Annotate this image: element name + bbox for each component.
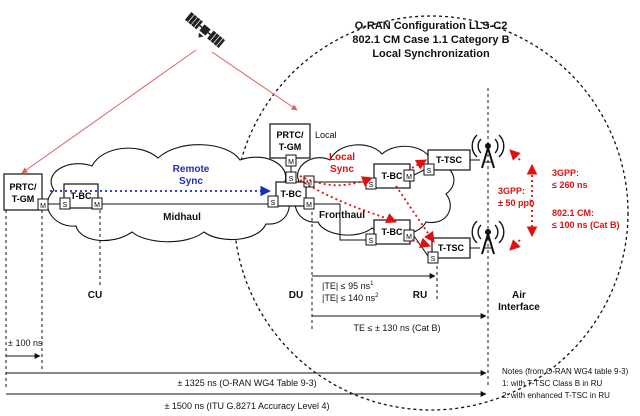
gps-link-remote [21,49,197,174]
link-du-tbc-lower [314,203,366,241]
remote-sync-label-2: Sync [179,176,203,187]
local-prtc-label: Local [315,130,337,140]
tbc-upper-label: T-BC [382,171,403,181]
ttsc-lower-port-s: S [431,256,436,263]
oran-budget-label: ± 1325 ns (O-RAN WG4 Table 9-3) [177,378,316,388]
tbc-du-port-m-top: M [306,180,312,187]
local-sync-paths [299,159,435,249]
itu-budget-label: ± 1500 ns (ITU G.8271 Accuracy Level 4) [164,401,329,411]
ttsc-lower: T-TSC S [427,237,471,264]
local-sync-to-tbc-upper [299,175,374,187]
cm-value: ≤ 100 ns (Cat B) [552,220,619,230]
te-ru-limit-1: |TE| ≤ 95 ns1 [322,281,374,291]
notes-title: Notes (from O-RAN WG4 table 9-3) [502,367,629,376]
tbc-cu: T-BC S M [59,183,103,210]
prtc-tgm-local: PRTC/ T-GM M [269,123,311,167]
antenna-icon-upper [471,134,505,169]
local-sync-label-1: Local [329,152,355,163]
tbc-lower-label: T-BC [382,227,403,237]
tbc-du-label: T-BC [281,189,302,199]
du-label: DU [289,290,303,301]
note-2: 2: with enhanced T-TSC in RU [502,391,610,400]
title-line-1: O-RAN Configuration LLS-C2 [355,20,508,32]
ru-label: RU [413,290,427,301]
tbc-du-port-s-top: S [289,176,294,183]
diagram-title: O-RAN Configuration LLS-C2 802.1 CM Case… [352,20,509,60]
air-label-1: Air [512,290,526,301]
tbc-du-port-s: S [271,200,276,207]
local-sync-to-ttsc-lower [411,237,432,249]
gps-link-local [211,51,298,111]
gpp-time-title: 3GPP: [552,168,579,178]
notes-box: Notes (from O-RAN WG4 table 9-3) 1: with… [502,367,629,400]
tbc-lower-port-m: M [406,234,412,241]
location-labels: CU DU RU Air Interface [88,290,541,313]
antenna-icon-lower [471,220,505,255]
tbc-cu-port-m: M [94,202,100,209]
air-label-2: Interface [498,302,540,313]
fronthaul-cloud [294,144,455,236]
air-requirements: 3GPP: ± 50 ppb 3GPP: ≤ 260 ns 802.1 CM: … [498,168,619,230]
prtc-local-port-m: M [288,159,294,166]
link-tbc-ttsc-lower [413,235,429,257]
gpp-freq-title: 3GPP: [498,186,525,196]
local-sync-label-2: Sync [330,164,354,175]
title-line-2: 802.1 CM Case 1.1 Category B [352,34,509,46]
cu-label: CU [88,290,102,301]
prtc-remote-label-1: PRTC/ [10,182,37,192]
local-sync-cross [395,185,435,243]
ttsc-lower-label: T-TSC [438,243,464,253]
prtc-budget-label: ± 100 ns [8,338,43,348]
tbc-fronthaul-lower: T-BC S M [365,219,415,246]
te-ru-limit-2: |TE| ≤ 140 ns2 [322,293,379,303]
tbc-du-port-m-bottom: M [306,202,312,209]
satellite-icon [184,12,226,48]
tbc-lower-port-s: S [369,238,374,245]
prtc-remote-label-2: T-GM [12,194,35,204]
te-cat-b-label: TE ≤ ± 130 ns (Cat B) [354,323,441,333]
fronthaul-label: Fronthaul [319,210,365,221]
prtc-remote-port-m: M [40,203,46,210]
prtc-tgm-remote: PRTC/ T-GM M [3,173,49,211]
tbc-upper-port-m: M [406,174,412,181]
title-line-3: Local Synchronization [372,48,490,60]
tbc-du: T-BC S S M M [267,171,315,210]
tbc-cu-label: T-BC [71,191,92,201]
prtc-local-label-1: PRTC/ [277,130,304,140]
gpp-time-value: ≤ 260 ns [552,180,587,190]
tbc-upper-port-s: S [369,182,374,189]
midhaul-label: Midhaul [163,212,201,223]
air-sync-arrow-upper [509,149,521,161]
cm-title: 802.1 CM: [552,208,594,218]
ttsc-upper-label: T-TSC [436,155,462,165]
prtc-local-label-2: T-GM [279,142,302,152]
gpp-freq-value: ± 50 ppb [498,198,535,208]
tbc-cu-port-s: S [63,202,68,209]
remote-sync-label-1: Remote [173,164,210,175]
note-1: 1: with T-TSC Class B in RU [502,379,603,388]
ttsc-upper-port-s: S [427,168,432,175]
link-tbc-ttsc-upper [413,169,425,176]
tbc-fronthaul-upper: T-BC S M [365,163,415,190]
air-sync-arrow-lower [509,239,521,251]
